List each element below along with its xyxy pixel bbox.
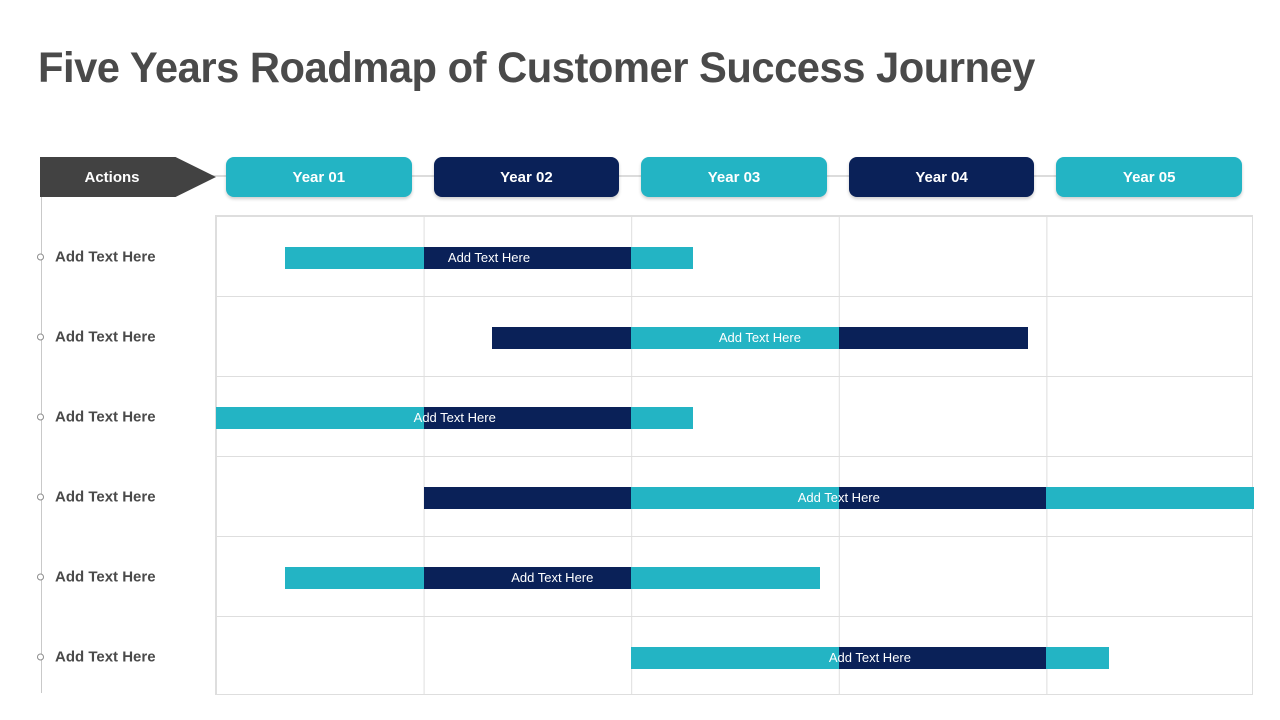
gantt-bar-segment-teal [1046,487,1254,509]
gantt-bar-label[interactable]: Add Text Here [447,250,531,265]
gantt-bar-segment-teal [631,487,839,509]
year-header-04: Year 04 [848,157,1035,197]
gantt-bar-label[interactable]: Add Text Here [797,490,880,505]
gantt-bar-segment-navy [423,407,632,429]
bullet-circle-icon [37,653,44,661]
gantt-bar-segment-navy [838,487,1047,509]
year-header-05: Year 05 [1056,157,1242,197]
timeline-rail-line [41,197,42,693]
gantt-bar-segment-navy [423,247,632,269]
gantt-bar-segment-teal [631,567,821,589]
gantt-bar-label[interactable]: Add Text Here [413,410,496,425]
gantt-bar-label[interactable]: Add Text Here [511,570,594,585]
year-header-02: Year 02 [433,157,620,197]
actions-header-arrow: Actions [40,157,216,197]
bullet-circle-icon [37,573,44,581]
bullet-circle-icon [37,253,44,261]
gantt-bar-segment-navy [492,327,632,349]
action-row-4[interactable]: Add Text Here [37,489,156,506]
action-row-1[interactable]: Add Text Here [37,249,156,266]
gantt-bar-segment-teal [631,407,694,429]
gantt-bar-segment-teal [1046,647,1109,669]
action-row-3[interactable]: Add Text Here [37,409,156,426]
gantt-bar-label[interactable]: Add Text Here [718,330,801,345]
slide-title: Five Years Roadmap of Customer Success J… [38,44,1035,92]
gantt-bar-segment-navy [423,487,632,509]
gantt-bar-label[interactable]: Add Text Here [828,650,911,665]
actions-header-label: Actions [84,168,140,186]
gantt-bar-segment-navy [838,647,1047,669]
bullet-circle-icon [37,493,44,501]
gantt-bar-segment-teal [284,567,424,589]
gantt-bar-segment-navy [838,327,1028,349]
row-label-text[interactable]: Add Text Here [55,328,156,346]
row-label-text[interactable]: Add Text Here [55,408,156,426]
gantt-bar-segment-teal [216,407,424,429]
gantt-bar-segment-teal [631,647,839,669]
gantt-bar-segment-teal [631,327,839,349]
gantt-bar-segment-navy [423,567,632,589]
bullet-circle-icon [37,333,44,341]
action-row-6[interactable]: Add Text Here [37,649,156,666]
gantt-bar-segment-teal [631,247,694,269]
year-header-03: Year 03 [641,157,827,197]
row-label-text[interactable]: Add Text Here [55,248,156,266]
row-label-text[interactable]: Add Text Here [55,648,156,666]
gantt-bar-segment-teal [284,247,424,269]
year-header-01: Year 01 [226,157,412,197]
action-row-2[interactable]: Add Text Here [37,329,156,346]
action-row-5[interactable]: Add Text Here [37,569,156,586]
bullet-circle-icon [37,413,44,421]
row-label-text[interactable]: Add Text Here [55,488,156,506]
row-label-text[interactable]: Add Text Here [55,568,156,586]
